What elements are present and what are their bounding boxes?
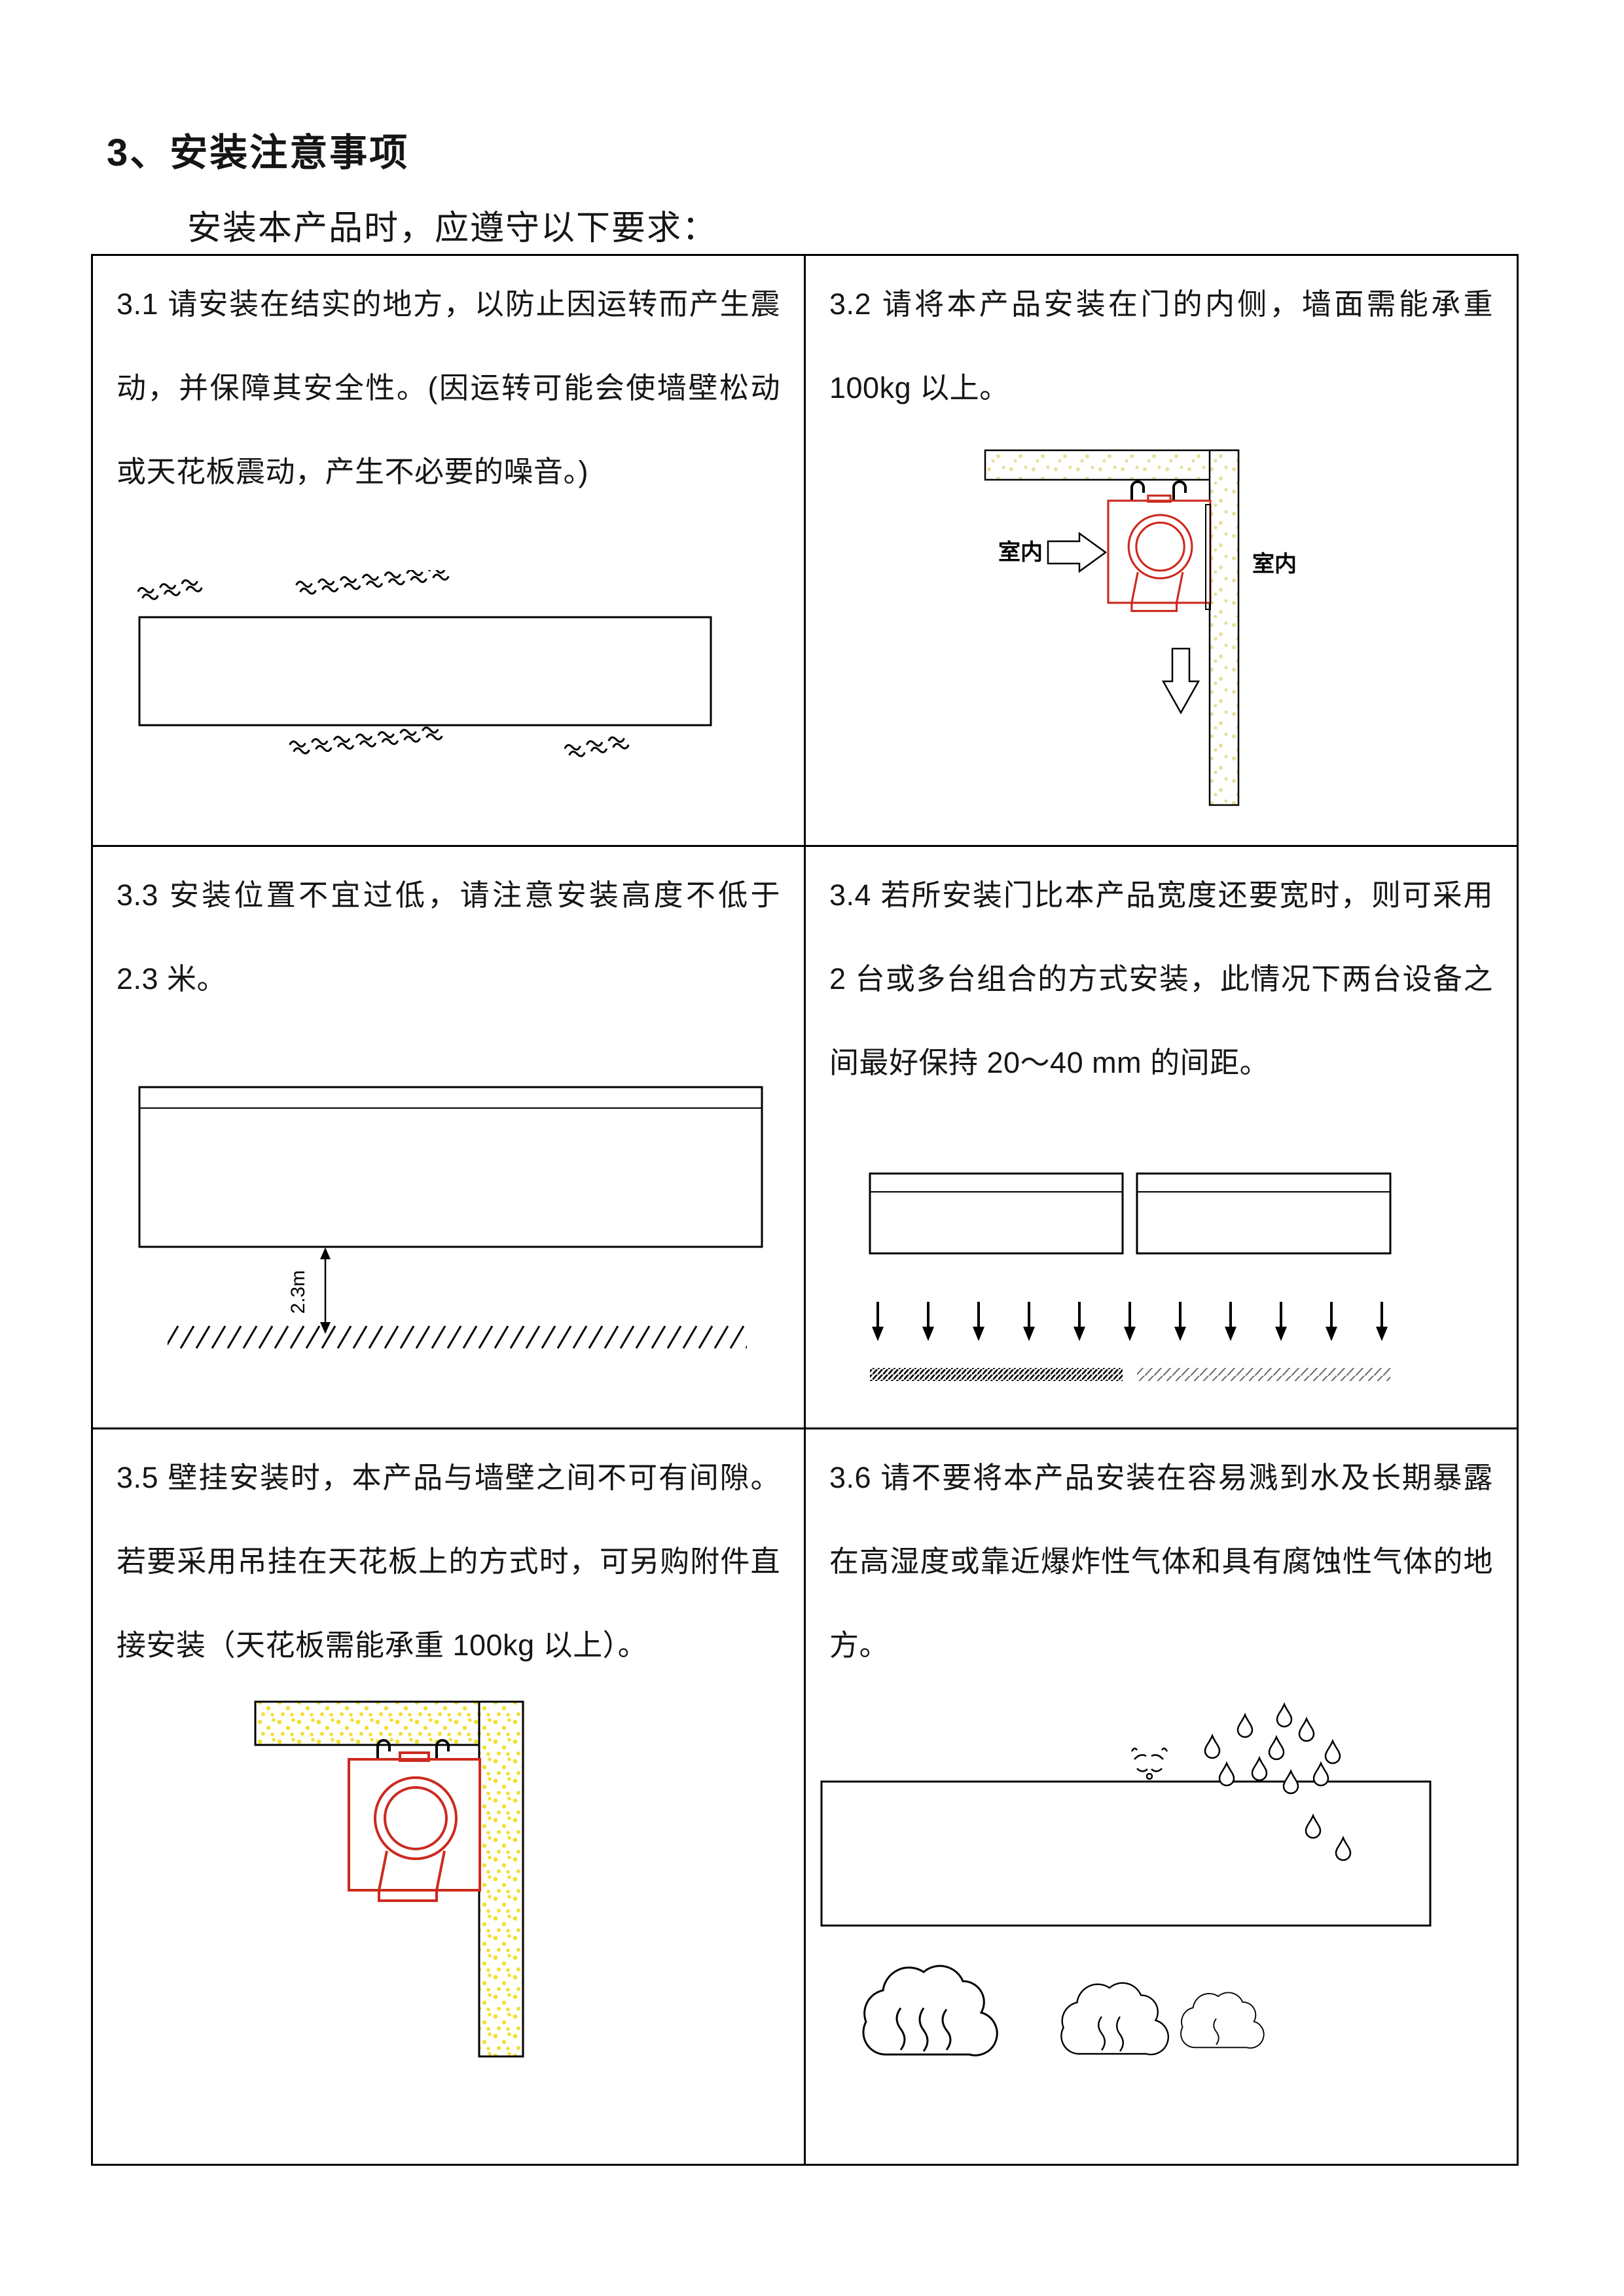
airflow-down-arrows xyxy=(871,1300,1389,1342)
note-cell-3-6: 3.6 请不要将本产品安装在容易溅到水及长期暴露在高湿度或靠近爆炸性气体和具有腐… xyxy=(806,1429,1519,2166)
unit-body-left xyxy=(869,1172,1124,1255)
airflow-down-arrow-icon xyxy=(1161,647,1200,715)
notes-table: 3.1 请安装在结实的地方，以防止因运转而产生震动，并保障其安全性。(因运转可能… xyxy=(91,254,1519,2166)
ground-hatch xyxy=(168,1325,747,1350)
fan-unit-icon xyxy=(1107,494,1212,613)
mounting-hook-icon xyxy=(1172,480,1187,503)
note-cell-3-1: 3.1 请安装在结实的地方，以防止因运转而产生震动，并保障其安全性。(因运转可能… xyxy=(93,256,806,847)
note-3-6-text: 3.6 请不要将本产品安装在容易溅到水及长期暴露在高湿度或靠近爆炸性气体和具有腐… xyxy=(829,1461,1493,1662)
diagram-multi-unit xyxy=(869,1172,1392,1381)
page-subtitle: 安装本产品时，应遵守以下要求： xyxy=(187,209,718,247)
distressed-face-icon xyxy=(1130,1748,1168,1780)
page-title: 3、安装注意事项 xyxy=(107,132,410,174)
unit-body xyxy=(138,1086,763,1248)
airflow-right-arrow-icon xyxy=(1047,531,1108,573)
note-cell-3-2: 3.2 请将本产品安装在门的内侧，墙面需能承重 100kg 以上。 xyxy=(806,256,1519,847)
wall-corner xyxy=(254,1700,524,2058)
note-3-5-text: 3.5 壁挂安装时，本产品与墙壁之间不可有间隙。若要采用吊挂在天花板上的方式时，… xyxy=(117,1461,780,1662)
note-3-4-text: 3.4 若所安装门比本产品宽度还要宽时，则可采用 2 台或多台组合的方式安装，此… xyxy=(829,878,1493,1079)
air-curtain-zone-left xyxy=(870,1368,1123,1381)
indoor-label-right: 室内 xyxy=(1252,551,1297,577)
height-dimension-label: 2.3m xyxy=(287,1270,309,1314)
diagram-door-inside-mounting: 室内 室内 xyxy=(984,449,1297,806)
air-curtain-zone-right xyxy=(1137,1368,1390,1381)
diagram-wall-mounting xyxy=(254,1700,524,2058)
steam-cloud-icon xyxy=(862,1965,1265,2056)
fan-unit-icon xyxy=(348,1751,481,1902)
dimension-line: 2.3m xyxy=(287,1247,331,1334)
mounting-plate xyxy=(1205,504,1211,610)
note-cell-3-3: 3.3 安装位置不宜过低，请注意安装高度不低于 2.3 米。 2.3m xyxy=(93,847,806,1429)
wall-corner xyxy=(984,449,1240,806)
note-3-1-text: 3.1 请安装在结实的地方，以防止因运转而产生震动，并保障其安全性。(因运转可能… xyxy=(117,287,780,488)
note-cell-3-5: 3.5 壁挂安装时，本产品与墙壁之间不可有间隙。若要采用吊挂在天花板上的方式时，… xyxy=(93,1429,806,2166)
unit-body xyxy=(138,616,712,726)
diagram-water-steam-hazard xyxy=(820,1703,1432,2056)
indoor-label-left: 室内 xyxy=(998,539,1043,565)
unit-body xyxy=(820,1780,1432,1927)
note-3-2-text: 3.2 请将本产品安装在门的内侧，墙面需能承重 100kg 以上。 xyxy=(829,287,1493,404)
unit-body-right xyxy=(1136,1172,1392,1255)
mounting-hook-icon xyxy=(1130,480,1145,503)
diagram-mounting-height: 2.3m xyxy=(138,1086,763,1350)
diagram-vibration xyxy=(136,570,712,760)
note-cell-3-4: 3.4 若所安装门比本产品宽度还要宽时，则可采用 2 台或多台组合的方式安装，此… xyxy=(806,847,1519,1429)
note-3-3-text: 3.3 安装位置不宜过低，请注意安装高度不低于 2.3 米。 xyxy=(117,878,780,996)
